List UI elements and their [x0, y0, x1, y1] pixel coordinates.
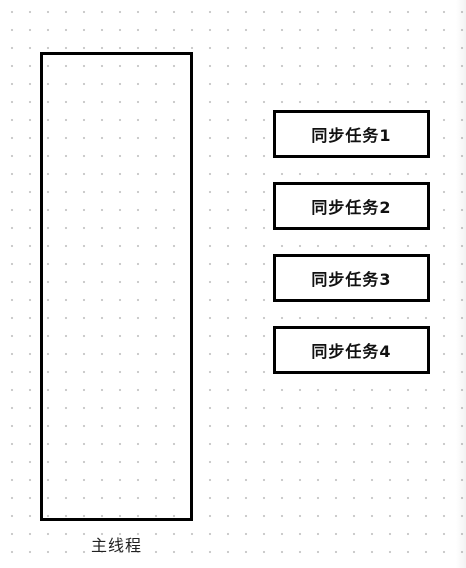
sync-task-box-1: 同步任务1 — [273, 110, 430, 158]
canvas-edge-shadow — [456, 0, 466, 568]
sync-task-box-2: 同步任务2 — [273, 182, 430, 230]
sync-task-box-3: 同步任务3 — [273, 254, 430, 302]
sync-task-box-4: 同步任务4 — [273, 326, 430, 374]
main-thread-label: 主线程 — [90, 536, 142, 555]
main-thread-box — [40, 52, 193, 521]
